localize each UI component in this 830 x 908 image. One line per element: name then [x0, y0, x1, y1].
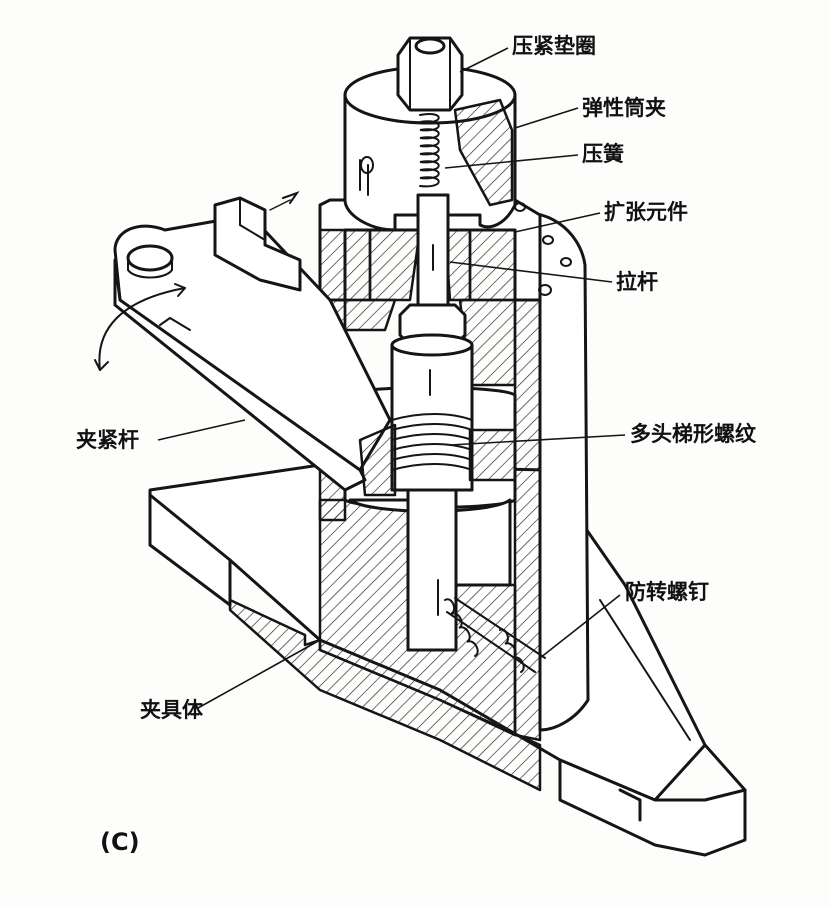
label-clamp-lever: 夹紧杆: [76, 428, 139, 452]
leader-lines: [157, 47, 626, 709]
label-pull-rod: 拉杆: [616, 270, 658, 294]
trapezoidal-thread-coils: [391, 413, 473, 471]
anti-rotation-screw: [444, 597, 546, 673]
lever-support-block: [213, 191, 302, 292]
compression-washer-nut: [396, 36, 464, 112]
label-compression-spring: 压簧: [582, 142, 624, 166]
rotation-arrow-lever: [94, 283, 186, 371]
label-expansion-element: 扩张元件: [604, 200, 688, 224]
label-multi-start-trapezoidal-thread: 多头梯形螺纹: [630, 422, 756, 446]
label-anti-rotation-screw: 防转螺钉: [625, 580, 709, 604]
expansion-element: [343, 228, 517, 387]
label-elastic-collet: 弹性筒夹: [582, 96, 666, 120]
figure-tag: (C): [100, 828, 140, 856]
pull-rod: [390, 193, 474, 652]
compression-spring: [419, 113, 440, 188]
label-compression-washer: 压紧垫圈: [512, 34, 596, 58]
label-fixture-body: 夹具体: [140, 698, 203, 722]
